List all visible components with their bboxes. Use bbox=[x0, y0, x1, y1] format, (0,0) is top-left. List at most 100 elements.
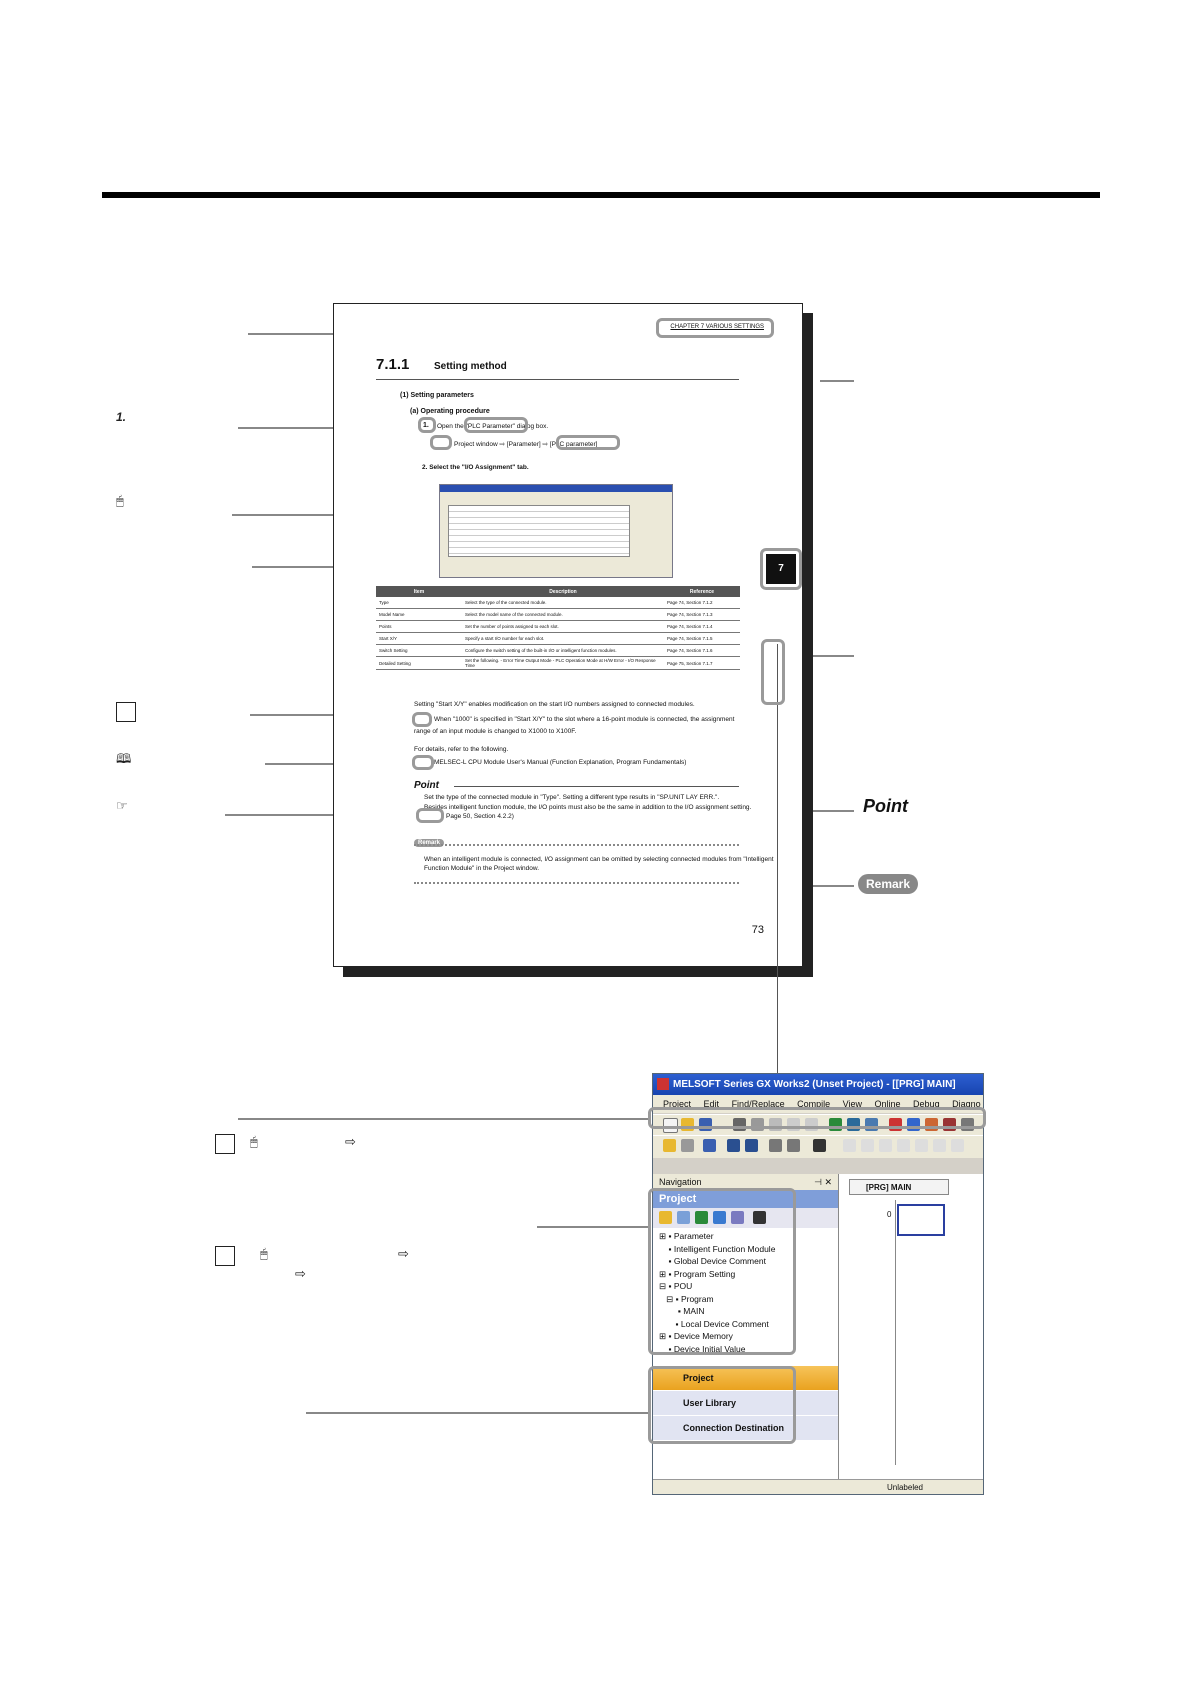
nav-button-user-library[interactable]: User Library bbox=[653, 1391, 838, 1415]
sort-icon[interactable] bbox=[713, 1211, 726, 1224]
navigation-header: Navigation ⊣ ✕ bbox=[653, 1174, 838, 1190]
tree-item-main[interactable]: ▪ MAIN bbox=[659, 1306, 705, 1316]
tree-item-device-initial-value[interactable]: ▪ Device Initial Value bbox=[659, 1343, 746, 1354]
tree-item-program[interactable]: ⊟ ▪ Program bbox=[659, 1293, 714, 1304]
step-2-text: 2. Select the "I/O Assignment" tab. bbox=[422, 464, 529, 471]
io-assignment-screenshot bbox=[439, 484, 673, 578]
manual-icon: 🕮 bbox=[116, 751, 132, 766]
subheading-2: (a) Operating procedure bbox=[410, 408, 490, 415]
remark-bottom-border bbox=[414, 882, 739, 884]
menu-view[interactable]: View bbox=[842, 1099, 862, 1109]
highlight-chapter-header bbox=[656, 318, 774, 338]
output-icon[interactable] bbox=[703, 1139, 716, 1152]
highlight-menu-item bbox=[556, 435, 620, 450]
table-header: Description bbox=[462, 586, 664, 597]
reference-hand-icon: ☞ bbox=[116, 798, 128, 813]
nav-button-connection-destination[interactable]: Connection Destination bbox=[653, 1416, 838, 1440]
callout-line bbox=[250, 714, 410, 716]
ladder-symbol-icon[interactable] bbox=[861, 1139, 874, 1152]
remark-legend-badge: Remark bbox=[858, 874, 919, 894]
step-1-number: 1. bbox=[423, 422, 429, 429]
chapter-tab: 7 bbox=[766, 554, 796, 584]
note-2b: MELSEC-L CPU Module User's Manual (Funct… bbox=[434, 759, 687, 766]
collapse-icon[interactable] bbox=[731, 1211, 744, 1224]
watch-icon[interactable] bbox=[769, 1139, 782, 1152]
mouse-icon: 🖱 bbox=[260, 1246, 268, 1261]
cross-reference-icon[interactable] bbox=[813, 1139, 826, 1152]
table-header: Item bbox=[376, 586, 462, 597]
menu-online[interactable]: Online bbox=[874, 1099, 901, 1109]
highlight-dialog-name bbox=[464, 417, 528, 433]
highlight-toolbar bbox=[648, 1107, 986, 1129]
ladder-symbol-icon[interactable] bbox=[915, 1139, 928, 1152]
tree-item-global-device-comment[interactable]: ▪ Global Device Comment bbox=[659, 1256, 766, 1266]
step-1-text: Open the "PLC Parameter" dialog box. bbox=[437, 423, 549, 430]
ladder-symbol-icon[interactable] bbox=[843, 1139, 856, 1152]
window-title: MELSOFT Series GX Works2 (Unset Project)… bbox=[653, 1074, 983, 1095]
highlight-side-label bbox=[761, 639, 785, 705]
ladder-symbol-icon[interactable] bbox=[933, 1139, 946, 1152]
menu-find-replace[interactable]: Find/Replace bbox=[731, 1099, 785, 1109]
property-icon[interactable] bbox=[695, 1211, 708, 1224]
project-window-legend-box bbox=[215, 1246, 235, 1266]
callout-line bbox=[248, 333, 398, 335]
callout-line bbox=[306, 1412, 649, 1414]
remark-top-border bbox=[414, 844, 739, 846]
point-text-2: Besides intelligent function module, the… bbox=[424, 804, 752, 811]
point-reference: Page 50, Section 4.2.2) bbox=[446, 813, 514, 820]
mouse-icon: 🖱 bbox=[116, 493, 124, 508]
toolbar-legend-box bbox=[215, 1134, 235, 1154]
mouse-icon: 🖱 bbox=[250, 1134, 258, 1149]
highlight-nav-buttons bbox=[648, 1366, 796, 1444]
tree-item-local-device-comment[interactable]: ▪ Local Device Comment bbox=[659, 1318, 769, 1329]
tree-item-intelligent-function-module[interactable]: ▪ Intelligent Function Module bbox=[659, 1243, 776, 1254]
ladder-symbol-icon[interactable] bbox=[897, 1139, 910, 1152]
nav-button-project[interactable]: Project bbox=[653, 1366, 838, 1390]
arrow-right-icon: ⇨ bbox=[345, 1134, 356, 1149]
section-rule bbox=[376, 379, 739, 380]
element-list-icon[interactable] bbox=[681, 1139, 694, 1152]
menu-diagnostics[interactable]: Diagno bbox=[952, 1099, 981, 1109]
new-icon[interactable] bbox=[663, 1118, 678, 1133]
status-bar: Unlabeled bbox=[653, 1479, 983, 1494]
margin-rule bbox=[777, 644, 778, 1229]
top-rule bbox=[102, 192, 1100, 198]
remark-badge: Remark bbox=[414, 839, 445, 847]
find-icon[interactable] bbox=[787, 1139, 800, 1152]
ladder-symbol-icon[interactable] bbox=[879, 1139, 892, 1152]
search-icon[interactable] bbox=[753, 1211, 766, 1224]
tree-item-pou[interactable]: ⊟ ▪ POU bbox=[659, 1281, 693, 1291]
left-bus-bar bbox=[895, 1200, 896, 1465]
menu-project[interactable]: Project bbox=[663, 1099, 692, 1109]
ladder-cursor[interactable] bbox=[897, 1204, 945, 1236]
ladder-symbol-icon[interactable] bbox=[951, 1139, 964, 1152]
point-text: Set the type of the connected module in … bbox=[424, 794, 720, 801]
device-batch-icon[interactable] bbox=[745, 1139, 758, 1152]
device-memory-icon[interactable] bbox=[727, 1139, 740, 1152]
menu-debug[interactable]: Debug bbox=[913, 1099, 940, 1109]
navigation-pane: Navigation ⊣ ✕ Project ⊞ ▪ Parameter ▪ I… bbox=[653, 1174, 839, 1484]
callout-line bbox=[790, 655, 854, 657]
point-legend-label: Point bbox=[863, 796, 908, 816]
tab-prg-main[interactable]: [PRG] MAIN bbox=[849, 1179, 949, 1195]
pane-pin-close[interactable]: ⊣ ✕ bbox=[814, 1177, 832, 1187]
toolbar-button-legend-box bbox=[116, 702, 136, 722]
menu-edit[interactable]: Edit bbox=[703, 1099, 720, 1109]
note-1b: When "1000" is specified in "Start X/Y" … bbox=[434, 716, 735, 723]
new-data-icon[interactable] bbox=[659, 1211, 672, 1224]
navigation-icon[interactable] bbox=[663, 1139, 676, 1152]
tree-item-device-memory[interactable]: ⊞ ▪ Device Memory bbox=[659, 1331, 733, 1341]
gx-works2-window: MELSOFT Series GX Works2 (Unset Project)… bbox=[652, 1073, 984, 1495]
tree-item-program-setting[interactable]: ⊞ ▪ Program Setting bbox=[659, 1268, 736, 1279]
tree-item-parameter[interactable]: ⊞ ▪ Parameter bbox=[659, 1231, 714, 1241]
copy-data-icon[interactable] bbox=[677, 1211, 690, 1224]
subheading-1: (1) Setting parameters bbox=[400, 392, 474, 399]
menu-compile[interactable]: Compile bbox=[797, 1099, 831, 1109]
